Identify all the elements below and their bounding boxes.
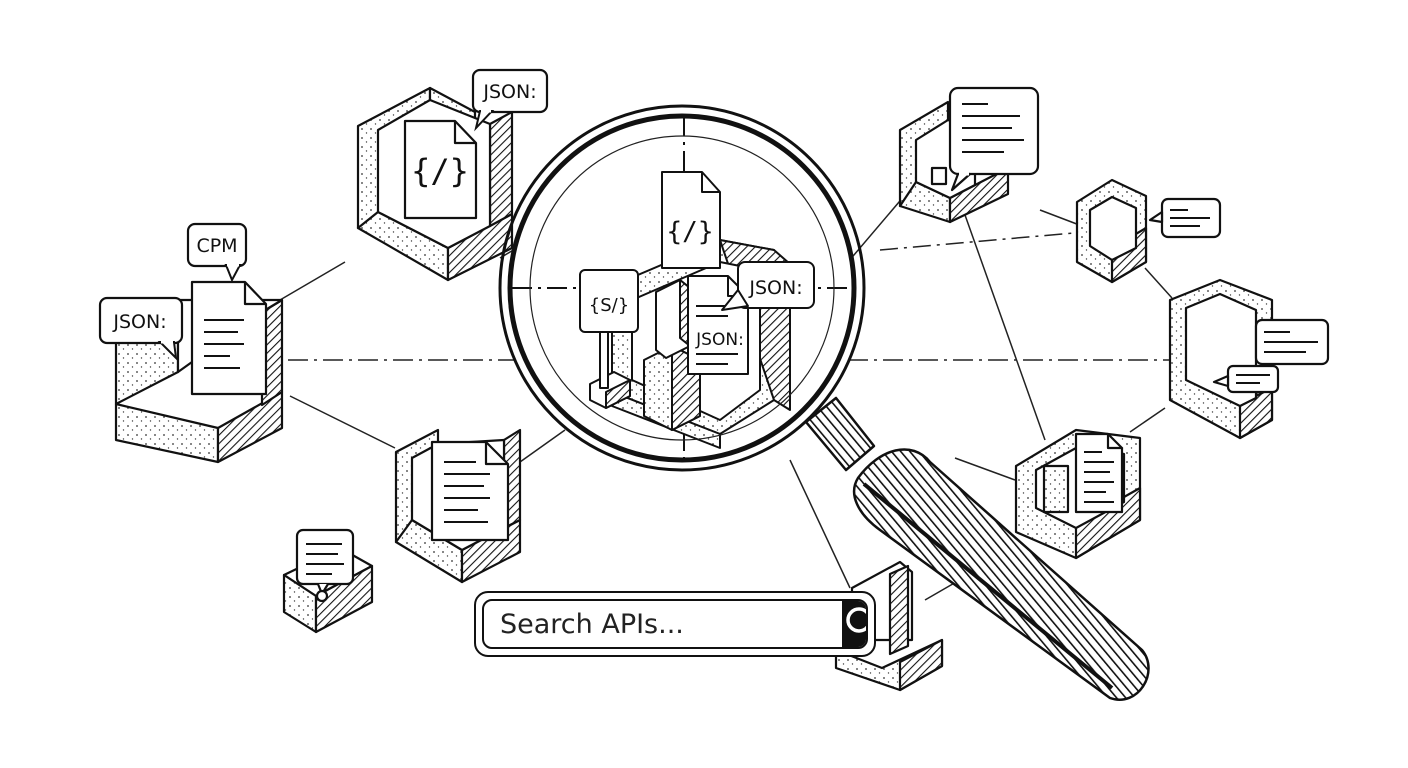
speech-lines-top-right bbox=[962, 103, 1024, 153]
document-lines-bottom-right bbox=[1084, 451, 1114, 503]
api-block-small-bottom-left bbox=[282, 528, 374, 634]
api-block-top-right bbox=[898, 86, 1040, 224]
search-bar-inner bbox=[482, 599, 868, 649]
api-block-small-right bbox=[1075, 178, 1222, 284]
speech-lines-small-right bbox=[1170, 209, 1210, 227]
api-block-top-left bbox=[356, 86, 514, 282]
search-bar[interactable] bbox=[474, 591, 876, 657]
json-label-left: JSON: bbox=[112, 311, 166, 333]
speech-lines-right bbox=[1236, 331, 1318, 384]
magnifier-lens: {/} {S/} JSON: JSON: bbox=[498, 104, 866, 472]
connector-lines bbox=[279, 194, 1173, 601]
document-lines-small-bottom-left bbox=[306, 543, 344, 575]
json-label-top-left: JSON: bbox=[482, 81, 536, 103]
document-lines-bottom-left bbox=[444, 461, 490, 523]
search-icon bbox=[842, 603, 866, 646]
api-block-bottom-left bbox=[394, 428, 522, 584]
api-block-bottom-right bbox=[1014, 428, 1142, 560]
search-input[interactable] bbox=[484, 601, 842, 647]
cpm-label: CPM bbox=[196, 235, 237, 257]
magnifier-handle bbox=[804, 396, 1150, 701]
code-glyph-top-left: {/} bbox=[411, 152, 469, 190]
cpm-bubble: CPM bbox=[186, 222, 248, 283]
api-block-right bbox=[1168, 278, 1330, 440]
schema-glyph-lens: {S/} bbox=[589, 295, 629, 316]
json-label-lens-document: JSON: bbox=[695, 330, 744, 350]
json-bubble-top-left: JSON: bbox=[471, 68, 549, 132]
search-button[interactable] bbox=[842, 601, 866, 647]
document-lines-left bbox=[204, 319, 244, 369]
json-bubble-left: JSON: bbox=[98, 296, 184, 361]
code-glyph-lens: {/} bbox=[667, 217, 714, 247]
json-label-lens-bubble: JSON: bbox=[748, 277, 802, 299]
